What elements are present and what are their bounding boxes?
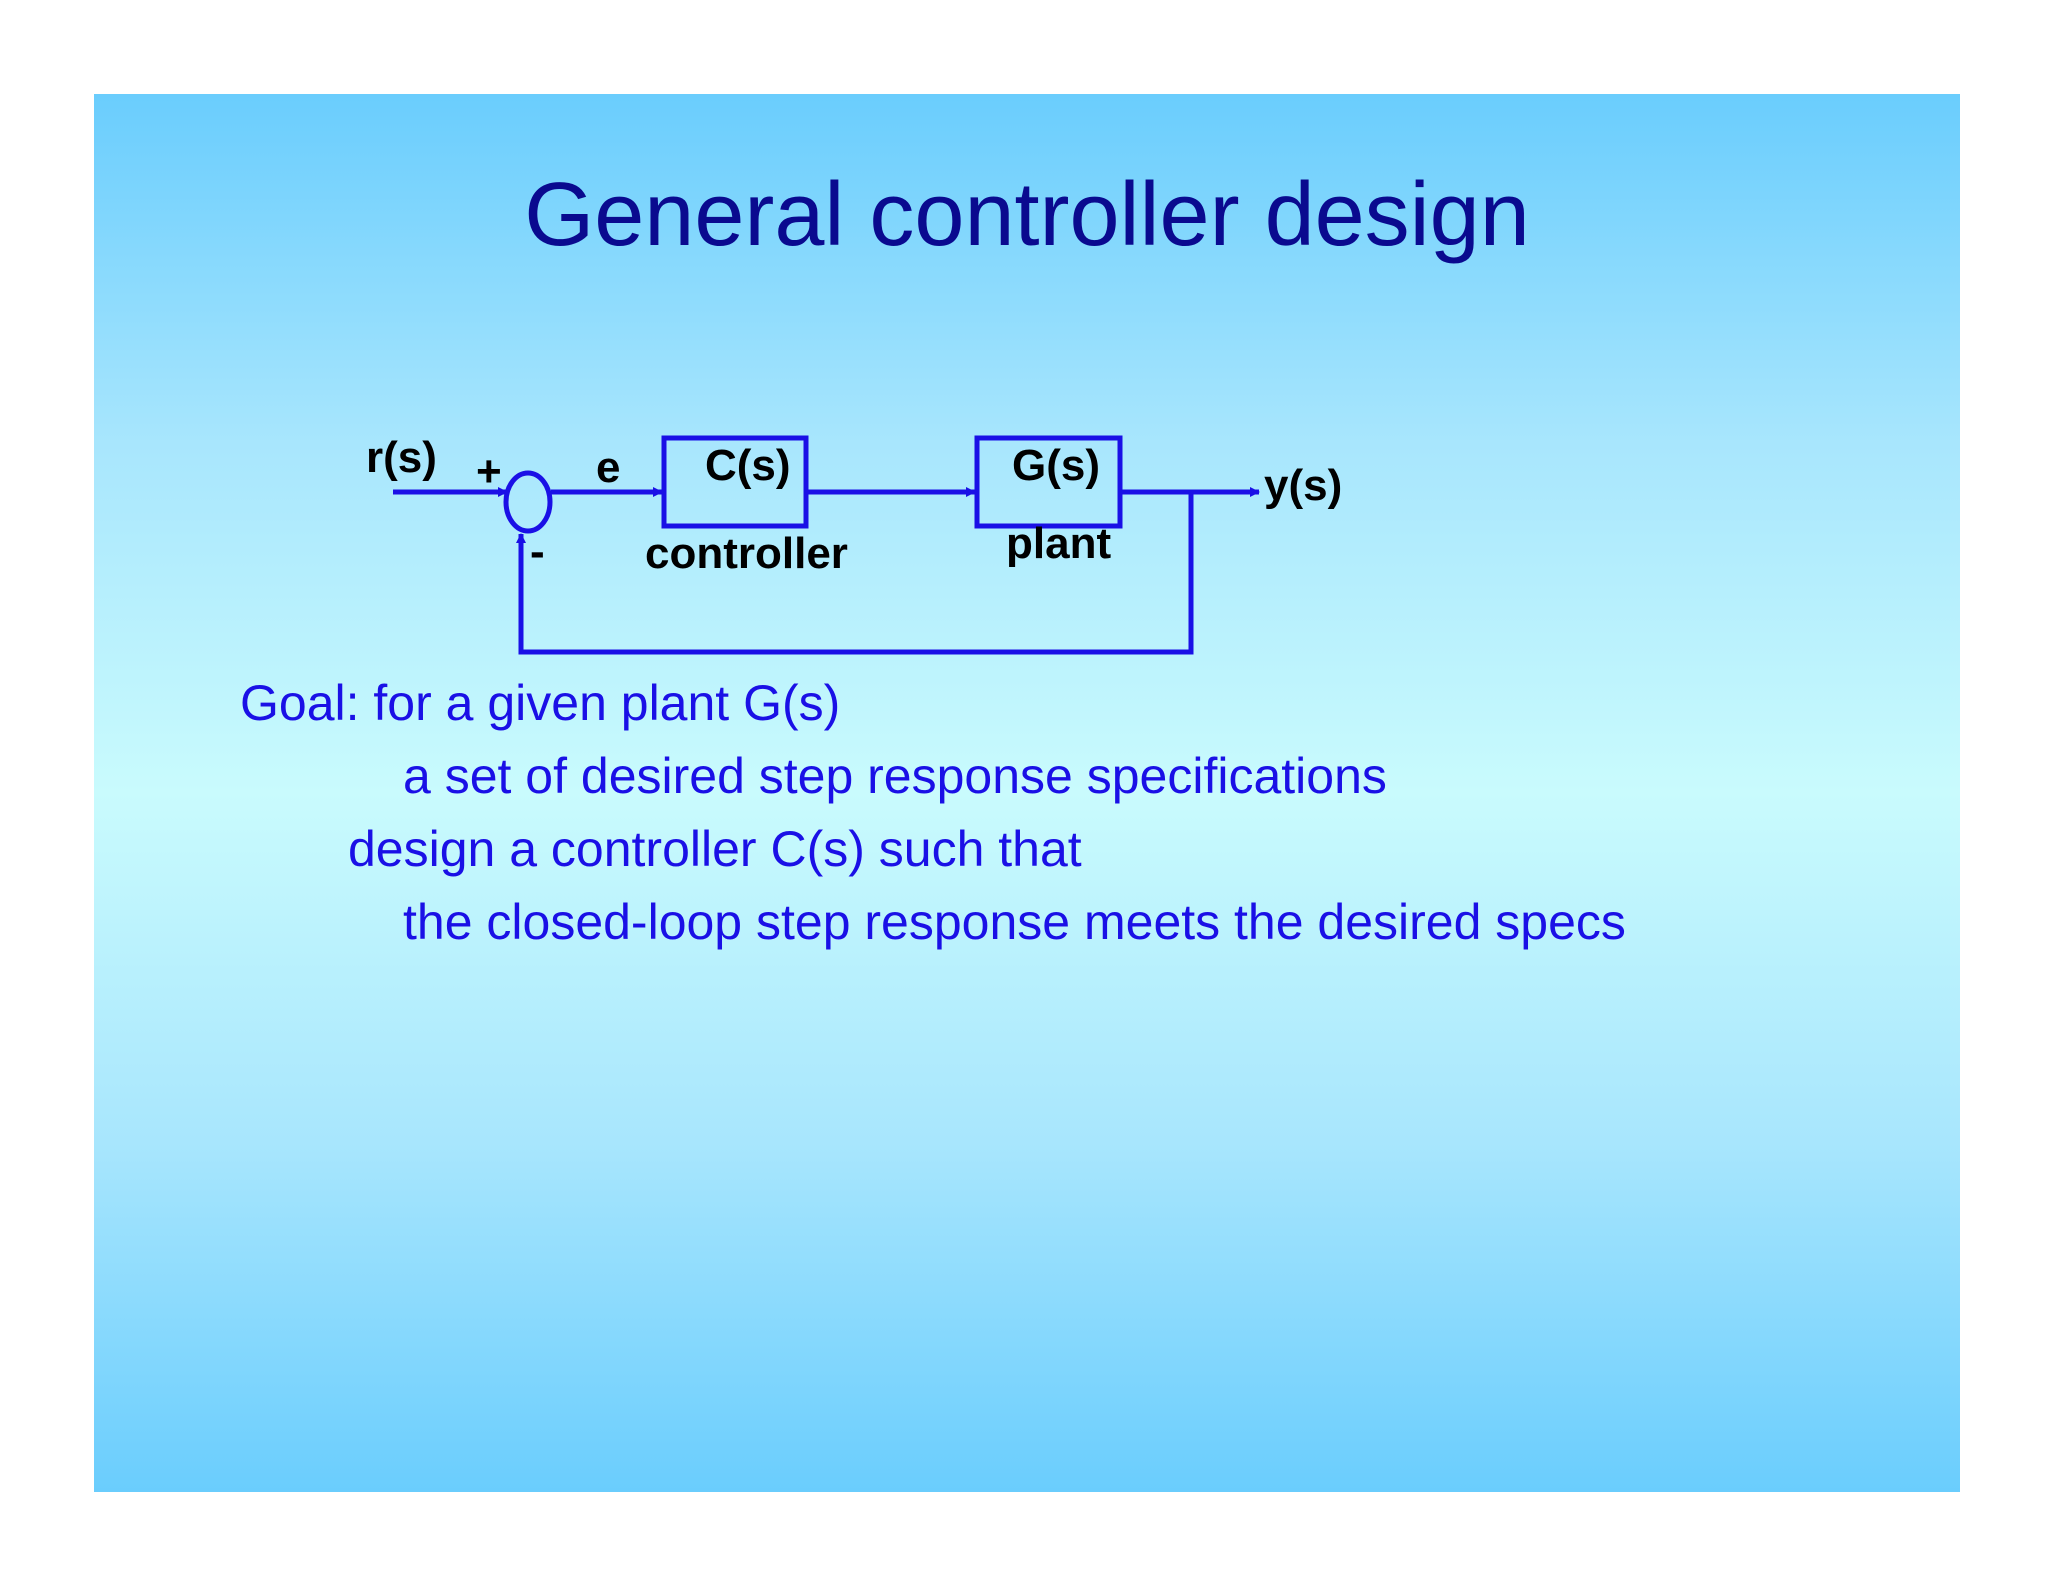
controller-caption: controller xyxy=(645,529,848,578)
input-label: r(s) xyxy=(366,433,437,482)
controller-block-label: C(s) xyxy=(705,441,791,490)
minus-sign: - xyxy=(530,527,545,576)
slide: General controller design r(s) + - e C(s… xyxy=(94,94,1960,1492)
block-diagram: r(s) + - e C(s) controller G(s) plant y(… xyxy=(366,433,1342,655)
goal-line-2: a set of desired step response specifica… xyxy=(403,748,1387,804)
goal-line-3: design a controller C(s) such that xyxy=(348,821,1082,877)
plant-block-label: G(s) xyxy=(1012,441,1100,490)
slide-title: General controller design xyxy=(524,165,1530,265)
plus-sign: + xyxy=(476,447,502,496)
plant-block xyxy=(974,435,1123,529)
goal-line-4: the closed-loop step response meets the … xyxy=(403,894,1626,950)
output-label: y(s) xyxy=(1264,461,1342,510)
error-label: e xyxy=(596,443,620,492)
plant-caption: plant xyxy=(1006,519,1111,568)
summing-junction xyxy=(503,470,553,534)
goal-line-1: Goal: for a given plant G(s) xyxy=(240,675,841,731)
feedback-path xyxy=(516,492,1194,655)
controller-block xyxy=(661,435,809,529)
